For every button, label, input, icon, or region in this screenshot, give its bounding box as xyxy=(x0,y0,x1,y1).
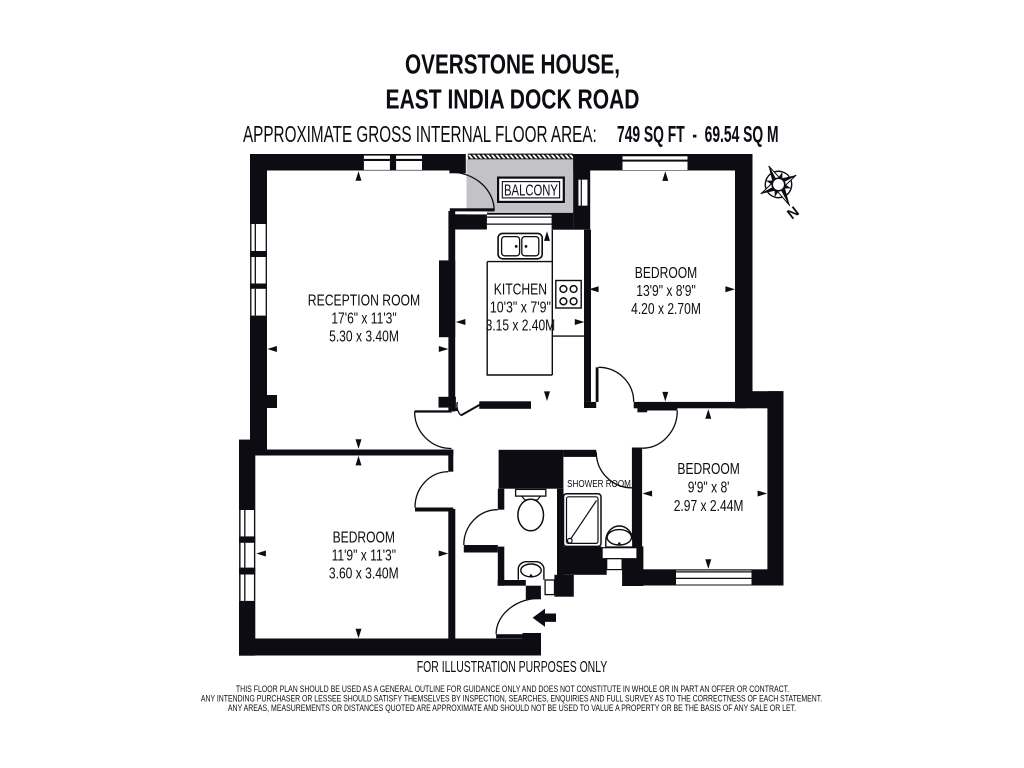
svg-text:4.20 x 2.70M: 4.20 x 2.70M xyxy=(631,300,701,318)
svg-text:BEDROOM: BEDROOM xyxy=(635,264,697,282)
svg-text:17'6" x 11'3": 17'6" x 11'3" xyxy=(331,309,396,327)
svg-text:ANY INTENDING PURCHASER OR LES: ANY INTENDING PURCHASER OR LESSEE SHOULD… xyxy=(201,693,822,703)
svg-text:2.97 x 2.44M: 2.97 x 2.44M xyxy=(674,497,744,515)
svg-text:SHOWER ROOM: SHOWER ROOM xyxy=(567,478,631,489)
svg-text:APPROXIMATE GROSS INTERNAL FLO: APPROXIMATE GROSS INTERNAL FLOOR AREA: xyxy=(243,122,597,148)
svg-text:13'9" x 8'9": 13'9" x 8'9" xyxy=(636,282,696,300)
svg-text:10'3" x 7'9": 10'3" x 7'9" xyxy=(490,298,551,316)
svg-text:11'9" x 11'3": 11'9" x 11'3" xyxy=(332,546,396,564)
svg-text:KITCHEN: KITCHEN xyxy=(494,280,547,298)
svg-text:5.30 x 3.40M: 5.30 x 3.40M xyxy=(329,327,399,345)
svg-text:BEDROOM: BEDROOM xyxy=(677,460,739,478)
svg-text:ANY AREAS, MEASUREMENTS OR DIS: ANY AREAS, MEASUREMENTS OR DISTANCES QUO… xyxy=(228,703,796,713)
svg-text:OVERSTONE HOUSE,: OVERSTONE HOUSE, xyxy=(405,50,620,80)
svg-text:749 SQ FT - 69.54 SQ M: 749 SQ FT - 69.54 SQ M xyxy=(617,123,778,148)
svg-text:THIS FLOOR PLAN SHOULD BE USED: THIS FLOOR PLAN SHOULD BE USED AS A GENE… xyxy=(236,684,789,694)
svg-text:EAST INDIA DOCK ROAD: EAST INDIA DOCK ROAD xyxy=(386,85,640,115)
svg-text:N: N xyxy=(785,204,803,223)
svg-text:9'9" x 8': 9'9" x 8' xyxy=(688,478,730,496)
svg-text:3.15 x 2.40M: 3.15 x 2.40M xyxy=(486,316,556,334)
svg-text:BEDROOM: BEDROOM xyxy=(333,528,395,546)
svg-text:3.60 x 3.40M: 3.60 x 3.40M xyxy=(329,564,399,582)
svg-text:RECEPTION ROOM: RECEPTION ROOM xyxy=(308,291,420,309)
svg-text:FOR ILLUSTRATION PURPOSES ONLY: FOR ILLUSTRATION PURPOSES ONLY xyxy=(417,658,607,676)
svg-text:BALCONY: BALCONY xyxy=(504,180,558,198)
